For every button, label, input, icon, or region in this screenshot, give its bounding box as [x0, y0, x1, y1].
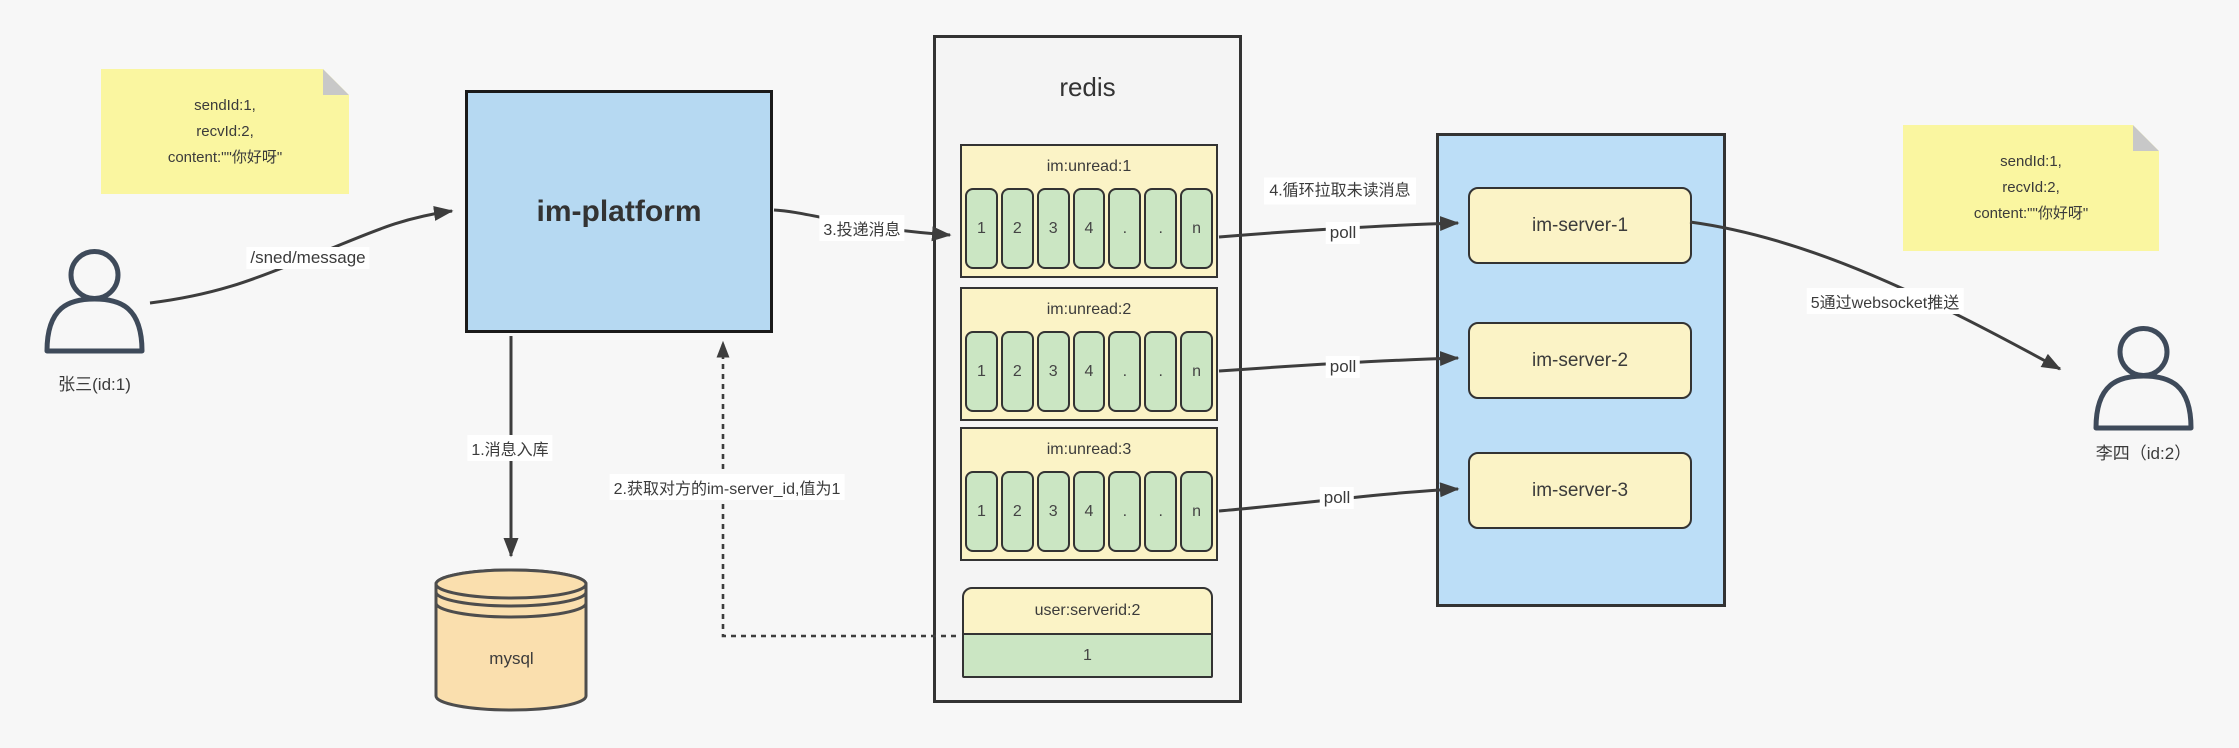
queue-cell: .: [1144, 331, 1178, 412]
queue-cell: .: [1108, 188, 1142, 269]
queue-cell: 3: [1036, 188, 1070, 269]
sender-label: 张三(id:1): [58, 375, 131, 394]
user-receiver-icon: [2090, 326, 2197, 437]
queue-cell: 1: [965, 188, 998, 269]
queue-cells: 1 2 3 4 . . n: [965, 331, 1214, 412]
edge-label-poll-1: poll: [1325, 222, 1361, 244]
queue-cell: 4: [1072, 188, 1106, 269]
im-server-2-node: im-server-2: [1468, 322, 1692, 399]
edge-label-send: /sned/message: [246, 247, 370, 269]
redis-queue-unread-3: im:unread:3 1 2 3 4 . . n: [960, 427, 1218, 561]
queue-cell: .: [1144, 188, 1178, 269]
queue-header: im:unread:3: [1046, 441, 1132, 458]
note-line: recvId:2,: [2002, 179, 2060, 196]
queue-cell: 4: [1072, 331, 1106, 412]
note-line: sendId:1,: [2000, 153, 2062, 170]
mysql-label: mysql: [489, 649, 534, 668]
queue-cell: 2: [1000, 471, 1034, 552]
queue-cell: .: [1144, 471, 1178, 552]
queue-header: im:unread:1: [1046, 158, 1132, 175]
queue-cell: 3: [1036, 471, 1070, 552]
note-fold-icon: [323, 69, 349, 95]
sticky-note-request: sendId:1, recvId:2, content:""你好呀": [101, 69, 349, 194]
im-server-3-node: im-server-3: [1468, 452, 1692, 529]
queue-cells: 1 2 3 4 . . n: [965, 188, 1214, 269]
edge-label-poll-3: poll: [1319, 487, 1355, 509]
sticky-note-push: sendId:1, recvId:2, content:""你好呀": [1903, 125, 2159, 251]
edge-label-store: 1.消息入库: [467, 435, 553, 461]
note-line: sendId:1,: [194, 96, 256, 114]
edge-label-pull-unread: 4.循环拉取未读消息: [1264, 177, 1416, 205]
queue-cell: n: [1180, 331, 1214, 412]
receiver-label: 李四（id:2）: [2095, 444, 2192, 463]
edge-label-fetch-serverid: 2.获取对方的im-server_id,值为1: [609, 474, 845, 500]
mapping-header: user:serverid:2: [1034, 602, 1141, 619]
queue-cells: 1 2 3 4 . . n: [965, 471, 1214, 552]
redis-queue-unread-2: im:unread:2 1 2 3 4 . . n: [960, 287, 1218, 421]
queue-cell: 2: [1000, 331, 1034, 412]
im-server-1-node: im-server-1: [1468, 187, 1692, 264]
queue-cell: .: [1108, 471, 1142, 552]
queue-cell: 4: [1072, 471, 1106, 552]
queue-cell: 1: [965, 331, 998, 412]
edge-label-deliver: 3.投递消息: [819, 215, 905, 241]
queue-cell: 3: [1036, 331, 1070, 412]
mysql-cylinder-icon: [434, 568, 588, 712]
note-fold-icon: [2133, 125, 2159, 151]
mapping-value: 1: [964, 633, 1211, 676]
im-platform-node: im-platform: [465, 90, 773, 333]
edge-label-websocket-push: 5通过websocket推送: [1806, 288, 1964, 314]
note-line: content:""你好呀": [167, 148, 283, 166]
queue-cell: n: [1180, 471, 1214, 552]
redis-user-serverid-box: user:serverid:2 1: [962, 587, 1213, 678]
queue-cell: .: [1108, 331, 1142, 412]
redis-title: redis: [1059, 72, 1116, 102]
edge-label-poll-2: poll: [1325, 356, 1361, 378]
queue-cell: n: [1180, 188, 1214, 269]
note-line: content:""你好呀": [1973, 205, 2089, 222]
redis-queue-unread-1: im:unread:1 1 2 3 4 . . n: [960, 144, 1218, 278]
note-line: recvId:2,: [196, 122, 254, 140]
im-platform-title: im-platform: [536, 194, 702, 228]
queue-header: im:unread:2: [1046, 301, 1132, 318]
user-sender-icon: [41, 249, 148, 360]
queue-cell: 1: [965, 471, 998, 552]
queue-cell: 2: [1000, 188, 1034, 269]
